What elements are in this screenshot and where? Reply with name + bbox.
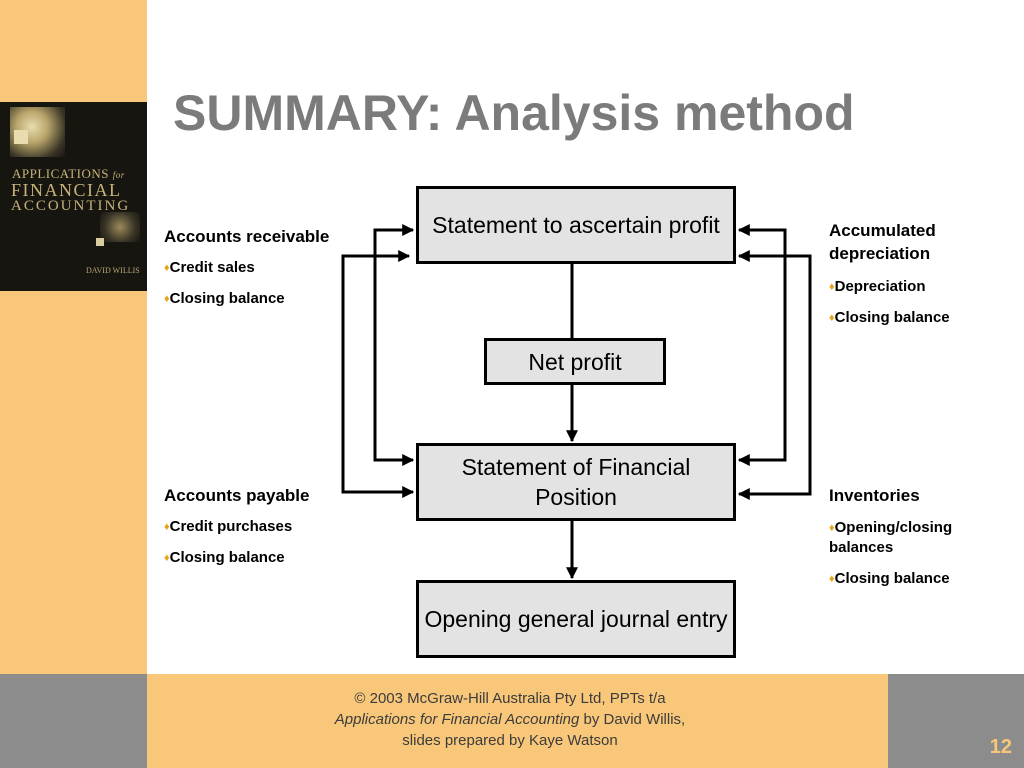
accounts-receivable-item: ♦Closing balance [164,290,285,307]
footer-left-block [0,674,147,768]
box-financial-position: Statement of Financial Position [416,443,736,521]
slide-title: SUMMARY: Analysis method [173,85,855,141]
box-net-profit: Net profit [484,338,666,385]
arrow-depreciation-to-profit [737,224,787,462]
arrow-receivable-to-profit [373,224,415,462]
diamond-bullet-icon: ♦ [829,281,835,293]
diamond-bullet-icon: ♦ [829,573,835,585]
footer-book-title: Applications for Financial Accounting [334,711,580,728]
accounts-receivable-item: ♦Credit sales [164,259,255,276]
accumulated-depreciation-heading: Accumulated depreciation [829,221,936,263]
diamond-bullet-icon: ♦ [829,312,835,324]
arrow-inventories-to-position [737,254,812,500]
footer-copyright: © 2003 McGraw-Hill Australia Pty Ltd, PP… [250,688,770,751]
footer-center-block [147,674,888,768]
inventories-item: ♦Opening/closing balances [829,519,953,556]
diamond-bullet-icon: ♦ [164,262,170,274]
book-cover-line2: FINANCIAL [11,180,122,200]
accumulated-depreciation-item: ♦Closing balance [829,309,950,326]
book-cover-line1: APPLICATIONS for [12,166,125,181]
diamond-bullet-icon: ♦ [829,522,835,534]
accounts-payable-item: ♦Credit purchases [164,518,293,535]
accounts-payable-item: ♦Closing balance [164,549,285,566]
footer-prepared-line: slides prepared by Kaye Watson [402,732,618,749]
book-cover-square [14,130,28,144]
inventories-item: ♦Closing balance [829,570,950,587]
diamond-bullet-icon: ♦ [164,293,170,305]
book-cover-image: APPLICATIONS for FINANCIAL ACCOUNTING DA… [0,102,147,291]
box-statement-profit: Statement to ascertain profit [416,186,736,264]
accumulated-depreciation-item: ♦Depreciation [829,278,926,295]
accounts-receivable-heading: Accounts receivable [164,227,330,246]
book-cover-author: DAVID WILLIS [86,266,140,275]
diamond-bullet-icon: ♦ [164,521,170,533]
footer-right-block [888,674,1024,768]
footer-copyright-line: © 2003 McGraw-Hill Australia Pty Ltd, PP… [354,690,666,707]
book-cover-line3: ACCOUNTING [11,198,131,214]
footer-author: by David Willis, [579,711,686,728]
book-cover-square-small [96,238,104,246]
accounts-payable-heading: Accounts payable [164,486,310,505]
page-number: 12 [989,736,1012,758]
diamond-bullet-icon: ♦ [164,552,170,564]
footer-book-line: Applications for Financial Accounting by… [250,709,770,730]
book-cover-glasses-reflection [100,212,140,242]
box-journal-entry: Opening general journal entry [416,580,736,658]
arrow-payable-to-position [341,254,415,498]
inventories-heading: Inventories [829,486,920,505]
